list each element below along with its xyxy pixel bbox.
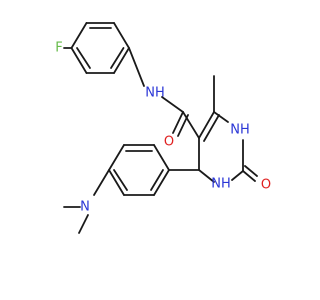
ring-nh-3-atom-label: NH	[211, 177, 231, 192]
molecule-structure-diagram: F NH O NH O NH N	[0, 0, 300, 300]
atom-labels: F NH O NH O NH N	[55, 41, 271, 215]
fluorine-atom-label: F	[55, 41, 62, 56]
amide-oxygen-atom-label: O	[164, 135, 174, 150]
amine-nitrogen-atom-label: N	[80, 200, 90, 215]
amide-nh-atom-label: NH	[145, 86, 165, 101]
ring-nh-1-atom-label: NH	[230, 123, 250, 138]
canvas-background	[0, 0, 300, 300]
ring-oxygen-atom-label: O	[261, 178, 271, 193]
bond-lines	[63, 22, 258, 234]
